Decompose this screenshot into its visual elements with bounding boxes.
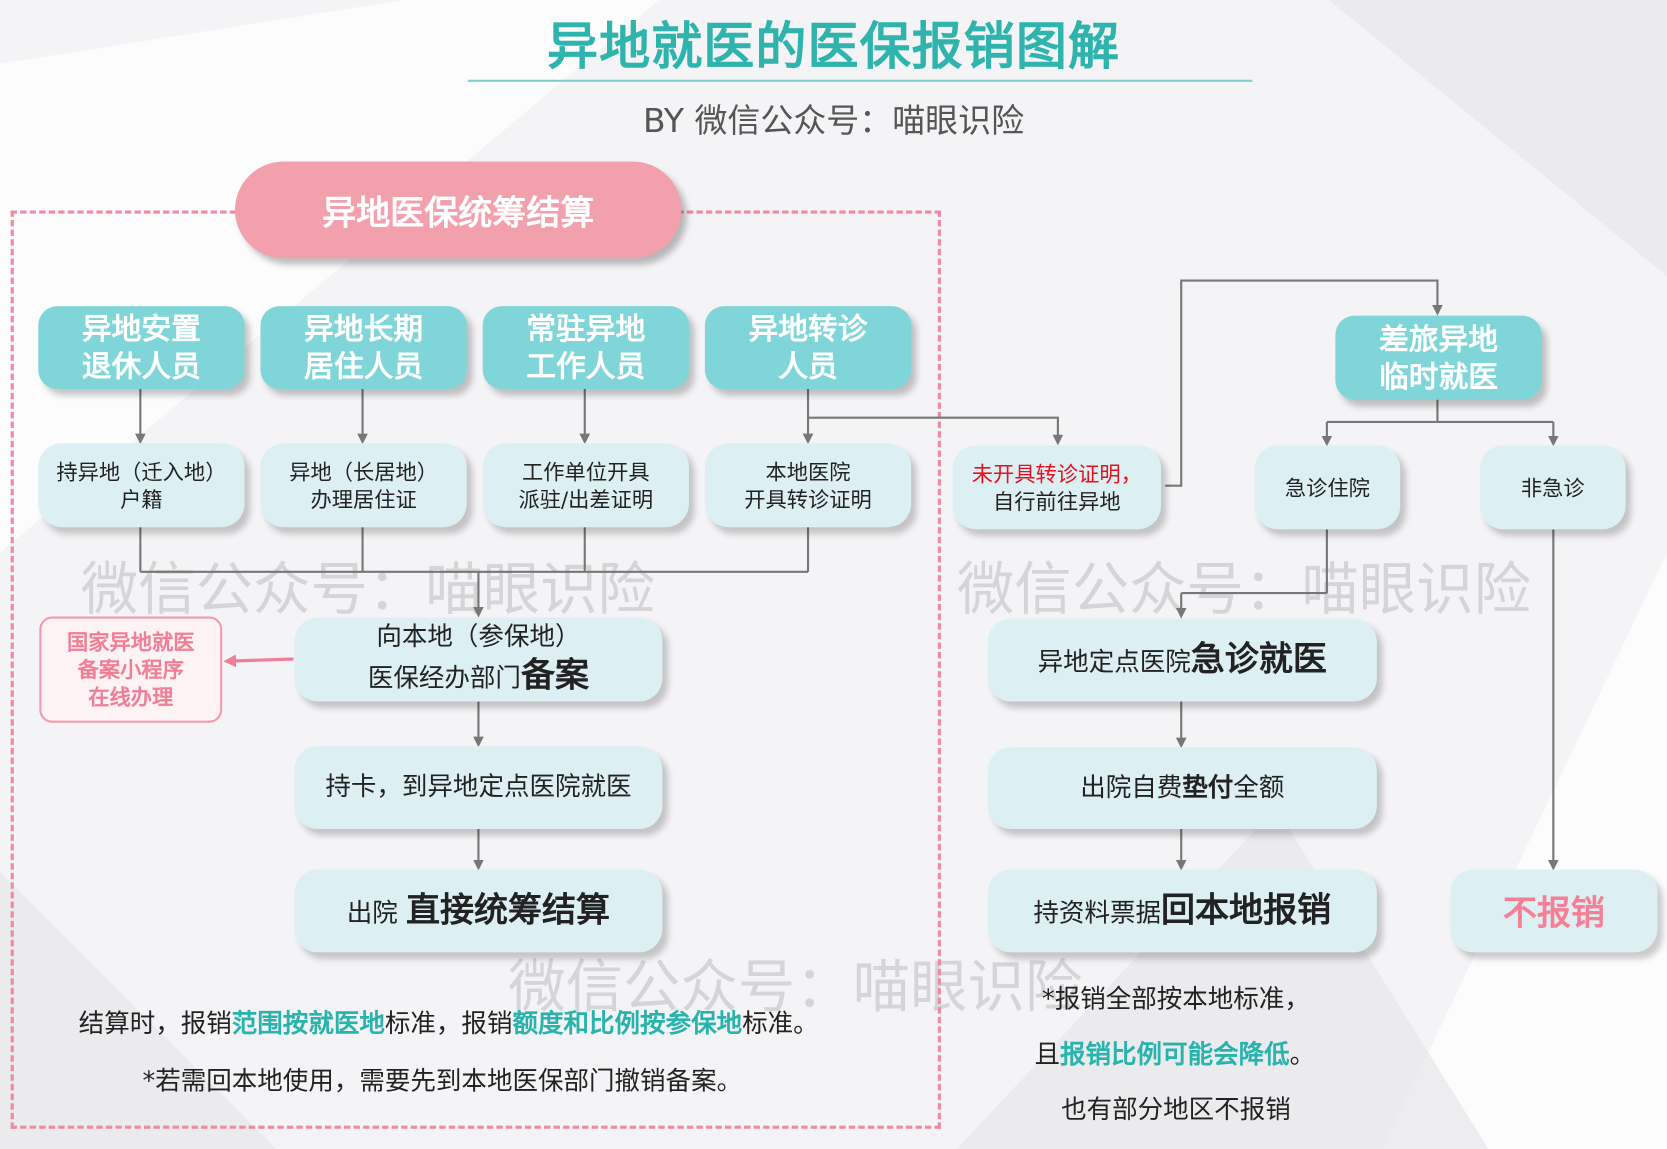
filing-line: 向本地（参保地） — [376, 621, 581, 652]
ratio-reduction-note: 且报销比例可能会降低。 — [1034, 1033, 1315, 1070]
category-line: 差旅异地 — [1378, 321, 1499, 357]
requirement-residence-permit: 异地（长居地）办理居住证 — [260, 443, 467, 528]
requirement-line: 派驻/出差证明 — [518, 486, 654, 512]
category-long-term-residents: 异地长期居住人员 — [260, 306, 467, 390]
note-highlight: 额度和比例按参保地 — [512, 1008, 743, 1039]
category-line: 临时就医 — [1378, 358, 1499, 394]
note-text: 。 — [1289, 1039, 1316, 1070]
category-line: 工作人员 — [526, 348, 646, 384]
pooled-settlement-pill: 异地医保统筹结算 — [234, 161, 682, 259]
miniprogram-line: 国家异地就医 — [66, 629, 195, 655]
note-text: 标准。 — [742, 1008, 819, 1039]
visit-step: 持卡，到异地定点医院就医 — [294, 746, 663, 830]
emergency-hospitalization-box: 急诊住院 — [1254, 445, 1401, 530]
local-claim-step: 持资料票据回本地报销 — [987, 869, 1377, 953]
page-title: 异地就医的医保报销图解 — [546, 17, 1121, 77]
note-text: 结算时，报销 — [78, 1008, 232, 1039]
advance-payment-line: 全额 — [1233, 772, 1285, 803]
watermark-bottom: 微信公众号：喵眼识险 — [508, 953, 1083, 1021]
no-referral-line: 自行前往异地 — [993, 488, 1121, 514]
filing-step: 向本地（参保地） 医保经办部门备案 — [294, 617, 663, 702]
category-resident-workers: 常驻异地工作人员 — [482, 306, 689, 390]
requirement-assignment-certificate: 工作单位开具派驻/出差证明 — [482, 443, 689, 528]
category-line: 常驻异地 — [526, 311, 646, 347]
miniprogram-note: 国家异地就医备案小程序在线办理 — [39, 616, 223, 723]
no-referral-box: 未开具转诊证明，自行前往异地 — [952, 445, 1162, 530]
note-text: 且 — [1034, 1039, 1061, 1070]
note-highlight: 报销比例可能会降低 — [1060, 1039, 1290, 1070]
requirement-line: 异地（长居地） — [289, 458, 439, 485]
requirement-household-registration: 持异地（迁入地）户籍 — [38, 443, 245, 528]
miniprogram-line: 备案小程序 — [77, 656, 184, 683]
requirement-line: 工作单位开具 — [522, 458, 650, 485]
filing-keyword: 备案 — [520, 655, 590, 696]
requirement-line: 开具转诊证明 — [744, 486, 872, 512]
some-regions-note: 也有部分地区不报销 — [1061, 1094, 1291, 1125]
category-relocated-retirees: 异地安置退休人员 — [38, 306, 245, 390]
category-temporary-treatment: 差旅异地临时就医 — [1335, 315, 1542, 400]
local-claim-line: 持资料票据 — [1033, 898, 1161, 929]
emergency-visit-keyword: 急诊就医 — [1190, 639, 1327, 680]
emergency-visit-line: 异地定点医院 — [1037, 647, 1191, 678]
watermark-left: 微信公众号：喵眼识险 — [80, 555, 655, 623]
settlement-standard-note: 结算时，报销范围按就医地标准，报销额度和比例按参保地标准。 — [79, 1002, 819, 1039]
settlement-step: 出院 直接统筹结算 — [294, 869, 663, 953]
settlement-keyword: 直接统筹结算 — [405, 889, 611, 931]
emergency-visit-step: 异地定点医院急诊就医 — [987, 618, 1377, 702]
requirement-referral-certificate: 本地医院开具转诊证明 — [704, 443, 912, 528]
filing-line: 医保经办部门 — [367, 663, 521, 694]
cancel-filing-note: *若需回本地使用，需要先到本地医保部门撤销备案。 — [142, 1066, 743, 1096]
non-emergency-box: 非急诊 — [1479, 445, 1626, 530]
local-claim-keyword: 回本地报销 — [1160, 889, 1332, 931]
no-referral-warning: 未开具转诊证明， — [971, 460, 1142, 487]
category-line: 异地转诊 — [748, 311, 868, 347]
category-line: 异地安置 — [81, 311, 201, 347]
note-highlight: 范围按就医地 — [231, 1008, 385, 1039]
category-referral-patients: 异地转诊人员 — [704, 306, 912, 390]
not-reimbursed-box: 不报销 — [1450, 869, 1658, 953]
subtitle: BY 微信公众号：喵眼识险 — [643, 102, 1025, 141]
requirement-line: 办理居住证 — [310, 486, 417, 512]
category-line: 居住人员 — [304, 348, 424, 384]
title-divider — [467, 79, 1253, 82]
miniprogram-line: 在线办理 — [88, 684, 174, 711]
requirement-line: 持异地（迁入地） — [56, 458, 227, 485]
category-line: 人员 — [778, 348, 838, 384]
settlement-line: 出院 — [346, 898, 398, 929]
note-text: 标准，报销 — [384, 1008, 513, 1039]
watermark-right: 微信公众号：喵眼识险 — [956, 555, 1532, 623]
advance-payment-step: 出院自费垫付全额 — [987, 747, 1377, 830]
local-standard-note: *报销全部按本地标准， — [1041, 984, 1310, 1015]
requirement-line: 本地医院 — [765, 458, 851, 485]
advance-payment-line: 出院自费 — [1080, 772, 1183, 803]
requirement-line: 户籍 — [120, 486, 163, 512]
category-line: 异地长期 — [304, 311, 424, 347]
category-line: 退休人员 — [81, 348, 201, 384]
advance-payment-keyword: 垫付 — [1182, 772, 1234, 803]
